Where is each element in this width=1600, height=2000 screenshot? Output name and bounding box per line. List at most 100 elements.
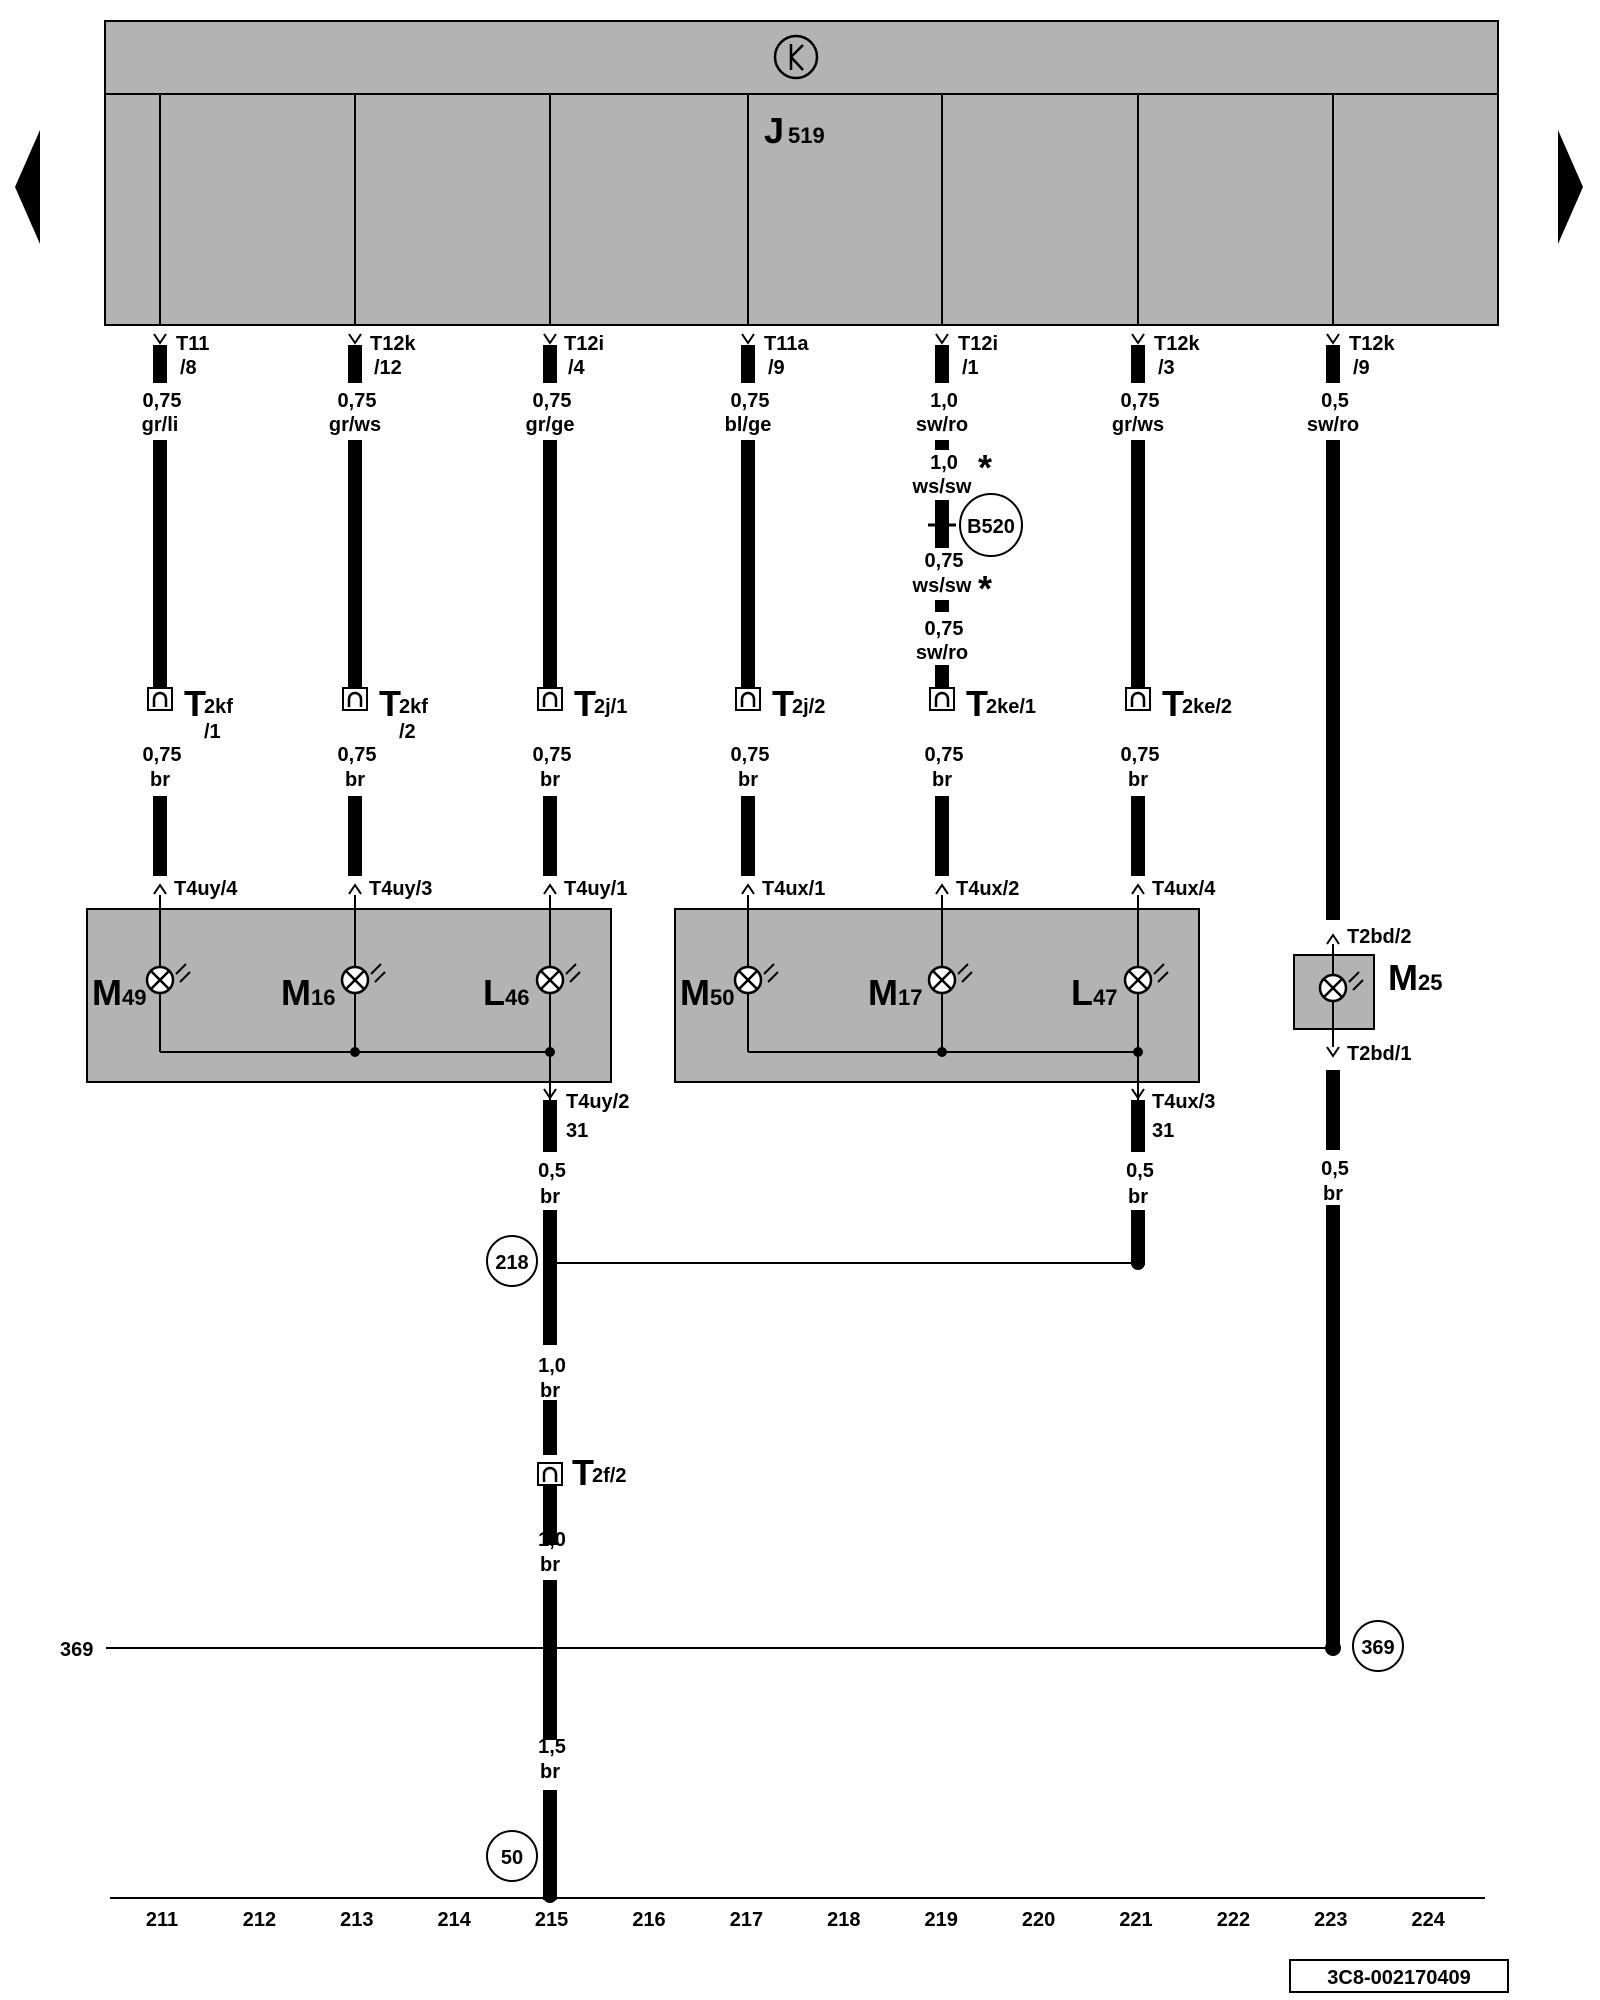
splice-b-star: * — [978, 568, 992, 609]
ref-369-right: 369 — [1361, 1637, 1394, 1659]
wire5-bot-color: br — [932, 769, 952, 791]
wire4-conn: T11a — [764, 333, 809, 355]
prev-page-arrow-icon[interactable] — [15, 130, 40, 244]
doc-id: 3C8-002170409 — [1327, 1967, 1470, 1989]
plug1-letter: T — [184, 683, 206, 724]
plug1-sub: 2kf — [204, 696, 233, 718]
bulb-m25-letter: M — [1388, 957, 1418, 998]
control-unit-index: 519 — [788, 123, 825, 148]
ground-point-label: 50 — [501, 1847, 523, 1869]
ground-seg3-size: 1,5 — [538, 1736, 566, 1758]
bulb-m50-index: 50 — [710, 985, 734, 1010]
ref-369-circle — [1352, 1620, 1404, 1672]
ground-left-num: 31 — [566, 1120, 588, 1142]
wire5-conn: T12i — [958, 333, 998, 355]
ground-left-color: br — [540, 1186, 560, 1208]
plug-t2f-sub: 2f/2 — [592, 1465, 626, 1487]
splice-a-size: 1,0 — [930, 452, 958, 474]
doc-id-box — [1289, 1959, 1509, 1993]
plug6-sub: 2ke/2 — [1182, 696, 1232, 718]
ground-seg1-color: br — [540, 1380, 560, 1402]
wire4-bot-size: 0,75 — [731, 744, 770, 766]
bulb-m16-letter: M — [281, 972, 311, 1013]
wire2-bot-size: 0,75 — [338, 744, 377, 766]
wire5-size: 1,0 — [930, 390, 958, 412]
wire1-size: 0,75 — [143, 390, 182, 412]
wire5-bot-size: 0,75 — [925, 744, 964, 766]
m25-term-bot: T2bd/1 — [1347, 1043, 1411, 1065]
bulb-l47-index: 47 — [1093, 985, 1117, 1010]
term-t4uy1: T4uy/1 — [564, 878, 627, 900]
plug6-letter: T — [1162, 683, 1184, 724]
wire4-bot-color: br — [738, 769, 758, 791]
splice-a-color: ws/sw — [912, 476, 972, 498]
plug2-pin: /2 — [399, 721, 416, 743]
wire7-color: sw/ro — [1307, 414, 1359, 436]
wire1-conn: T11 — [176, 333, 209, 355]
track-number: 214 — [438, 1909, 472, 1931]
bulb-panel-junctions — [350, 1047, 1143, 1057]
ground-seg1-size: 1,0 — [538, 1355, 566, 1377]
wire3-color: gr/ge — [526, 414, 575, 436]
track-number: 219 — [925, 1909, 958, 1931]
bulb-m49-index: 49 — [122, 985, 146, 1010]
ground-symbol-icon — [773, 34, 819, 80]
bulb-l46-index: 46 — [505, 985, 529, 1010]
wire6-pin: /3 — [1158, 357, 1175, 379]
plug2-sub: 2kf — [399, 696, 428, 718]
ground-right-color: br — [1128, 1186, 1148, 1208]
wire2-size: 0,75 — [338, 390, 377, 412]
wire5-pin: /1 — [962, 357, 979, 379]
track-number: 211 — [146, 1909, 178, 1931]
bulb-m16-index: 16 — [311, 985, 335, 1010]
bulb-m49-letter: M — [92, 972, 122, 1013]
internal-wires — [159, 94, 1334, 325]
plug5-sub: 2ke/1 — [986, 696, 1036, 718]
term-t4uy4: T4uy/4 — [174, 878, 238, 900]
control-unit-letter: J — [764, 110, 784, 151]
track-number: 222 — [1217, 1909, 1250, 1931]
bulb-l47-letter: L — [1071, 972, 1093, 1013]
plug4-sub: 2j/2 — [792, 696, 825, 718]
term-t4uy3: T4uy/3 — [369, 878, 432, 900]
terminal-labels: T4uy/4 T4uy/3 T4uy/1 T4ux/1 T4ux/2 T4ux/… — [174, 878, 1216, 900]
bulb-light-ray-icons — [175, 963, 1364, 991]
plug5-letter: T — [966, 683, 988, 724]
m25-wire-size: 0,5 — [1321, 1158, 1349, 1180]
pin-arrow-icons — [153, 333, 1340, 345]
bulb-m25-index: 25 — [1418, 970, 1442, 995]
track-number: 218 — [827, 1909, 860, 1931]
upper-wire-specs: 0,75 gr/li 0,75 gr/ws 0,75 gr/ge 0,75 bl… — [142, 390, 1359, 436]
plug-labels: T 2kf /1 T 2kf /2 T 2j/1 T 2j/2 T 2ke/1 … — [184, 683, 1232, 743]
wire6-color: gr/ws — [1112, 414, 1164, 436]
wire1-bot-size: 0,75 — [143, 744, 182, 766]
ground-right-term: T4ux/3 — [1152, 1091, 1215, 1113]
bulb-panel-right — [674, 908, 1200, 1083]
wire4-pin: /9 — [768, 357, 785, 379]
plug-pin-icons — [152, 691, 1146, 1482]
wire2-conn: T12k — [370, 333, 416, 355]
plug3-letter: T — [574, 683, 596, 724]
wire2-pin: /12 — [374, 357, 402, 379]
wire6-conn: T12k — [1154, 333, 1200, 355]
wire2-color: gr/ws — [329, 414, 381, 436]
junction-218-label: 218 — [495, 1252, 528, 1274]
splice-c-color: sw/ro — [916, 642, 968, 664]
plug1-pin: /1 — [204, 721, 221, 743]
splice-a-star: * — [978, 447, 992, 488]
track-number: 224 — [1412, 1909, 1446, 1931]
track-number: 216 — [632, 1909, 665, 1931]
ground-seg2-size: 1,0 — [538, 1529, 566, 1551]
control-unit-panel — [104, 20, 1499, 326]
next-page-arrow-icon[interactable] — [1558, 130, 1583, 244]
wire6-size: 0,75 — [1121, 390, 1160, 412]
track-number: 221 — [1119, 1909, 1152, 1931]
track-number: 220 — [1022, 1909, 1055, 1931]
plug2-letter: T — [379, 683, 401, 724]
splice-section: 1,0 ws/sw * B520 0,75 ws/sw * 0,75 sw/ro — [912, 447, 1023, 664]
track-number: 212 — [243, 1909, 276, 1931]
term-t4ux4: T4ux/4 — [1152, 878, 1216, 900]
splice-id: B520 — [967, 516, 1015, 538]
